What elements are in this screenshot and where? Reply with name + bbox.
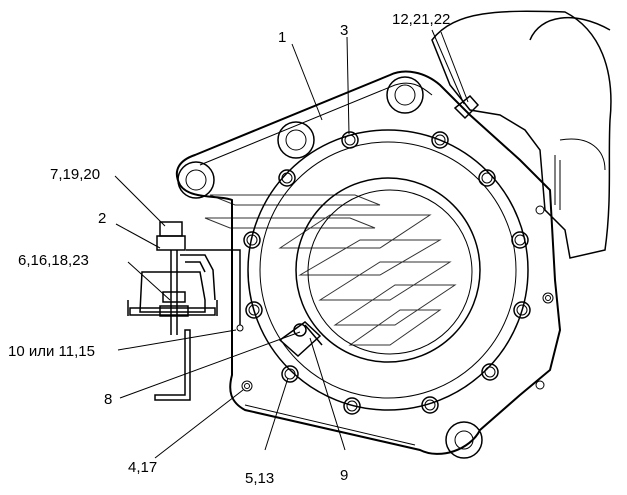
callout-3: 3	[340, 22, 348, 39]
actuator-pin	[278, 321, 323, 358]
flange-ring	[247, 129, 529, 411]
drain-plug	[453, 94, 480, 120]
leader-lines	[114, 29, 469, 459]
bolts	[236, 131, 554, 415]
watermark-logo	[204, 194, 457, 346]
limit-switch-bracket	[127, 221, 241, 401]
main-plate	[175, 70, 562, 455]
callout-8: 8	[104, 391, 112, 408]
callout-4-17: 4,17	[128, 459, 157, 476]
motor-housing	[431, 10, 612, 259]
callout-2: 2	[98, 210, 106, 227]
callout-5-13: 5,13	[245, 470, 274, 487]
callout-7-19-20: 7,19,20	[50, 166, 100, 183]
mounting-holes	[177, 76, 483, 459]
callout-6-16-18-23: 6,16,18,23	[18, 252, 89, 269]
callout-1: 1	[278, 29, 286, 46]
callout-9: 9	[340, 467, 348, 484]
callout-10-11-15: 10 или 11,15	[8, 343, 95, 360]
callout-labels: 1 3 12,21,22 7,19,20 2 6,16,18,23 10 или…	[8, 11, 450, 487]
callout-12-21-22: 12,21,22	[392, 11, 450, 28]
